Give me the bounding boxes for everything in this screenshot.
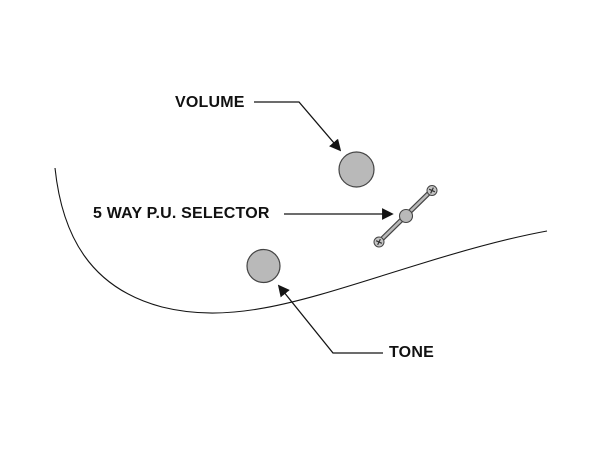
selector-screw-top-icon xyxy=(426,185,438,196)
tone-label: TONE xyxy=(389,344,434,361)
volume-label: VOLUME xyxy=(175,94,245,111)
tone-arrow xyxy=(277,284,383,354)
pickup-selector-label: 5 WAY P.U. SELECTOR xyxy=(93,205,270,222)
volume-knob xyxy=(338,151,375,188)
body-contour-line xyxy=(54,167,548,314)
tone-knob xyxy=(246,248,281,284)
selector-pivot-knob xyxy=(398,208,414,224)
volume-arrow xyxy=(254,101,342,152)
selector-screw-bottom-icon xyxy=(373,236,385,248)
